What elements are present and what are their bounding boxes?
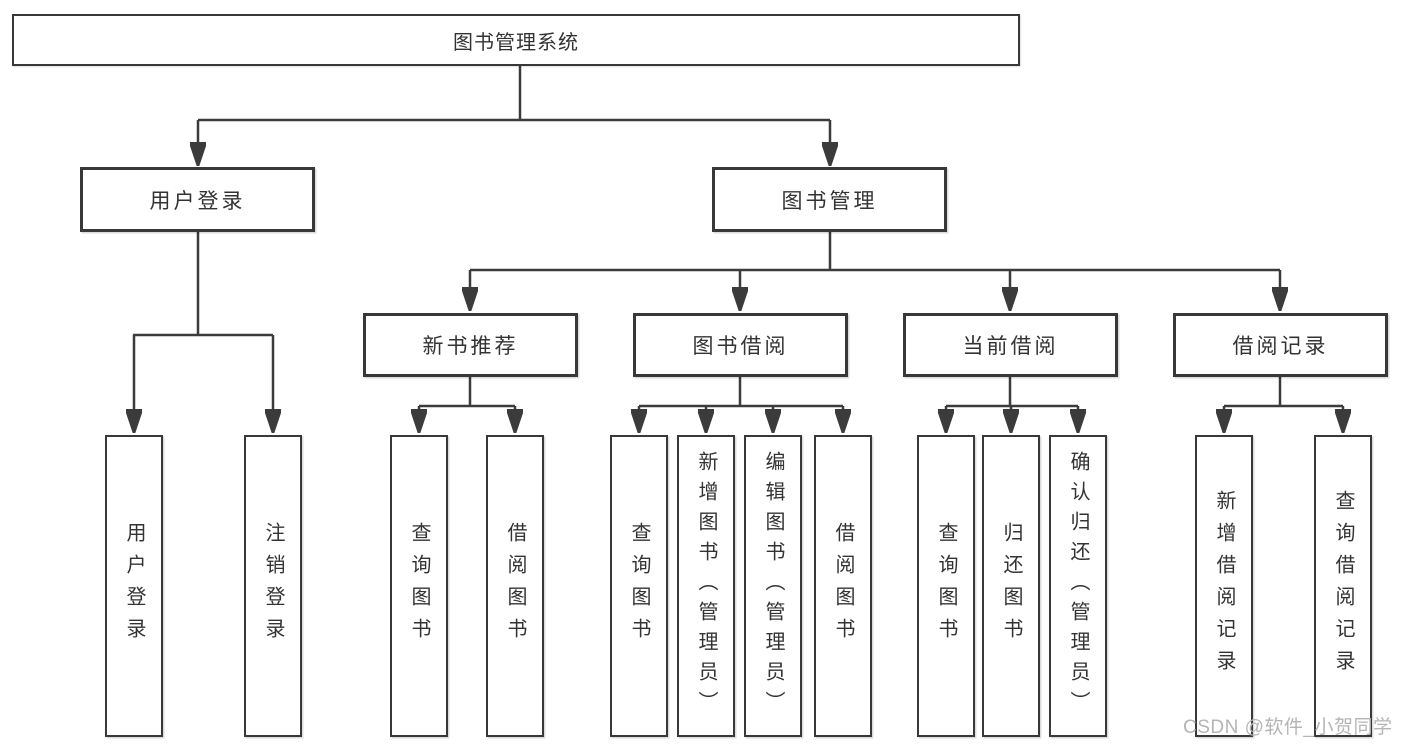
node-book-mgmt: 图书管理 [712,167,947,232]
node-book-borrow: 图书借阅 [633,313,848,377]
connector-bookborrow-rail [639,377,843,408]
connector-currentborrow-rail [946,377,1078,408]
leaf-confirm-return: 确认归还（管理员） [1049,435,1107,737]
leaf-query-book-1: 查询图书 [390,435,448,737]
connector-bookmgmt-rail [470,232,1280,272]
leaf-query-borrow-record: 查询借阅记录 [1314,435,1372,737]
leaf-edit-book: 编辑图书（管理员） [744,435,802,737]
connector-root-rail [198,66,830,122]
leaf-user-login: 用户登录 [105,435,163,737]
leaf-query-book-3: 查询图书 [917,435,975,737]
connector-newbookrec-rail [419,377,515,408]
leaf-borrow-book-1: 借阅图书 [486,435,544,737]
leaf-logout: 注销登录 [244,435,302,737]
node-root: 图书管理系统 [12,14,1020,66]
leaf-query-book-2: 查询图书 [610,435,668,737]
leaf-add-borrow-record: 新增借阅记录 [1195,435,1253,737]
node-borrow-records: 借阅记录 [1173,313,1388,377]
connector-userlogin-rail [133,232,273,337]
connector-borrowrecords-rail [1224,377,1343,408]
node-new-book-rec: 新书推荐 [363,313,578,377]
leaf-add-book: 新增图书（管理员） [677,435,735,737]
node-user-login: 用户登录 [80,167,315,232]
leaf-borrow-book-2: 借阅图书 [814,435,872,737]
node-current-borrow: 当前借阅 [903,313,1118,377]
leaf-return-book: 归还图书 [982,435,1040,737]
watermark-text: CSDN @软件_小贺同学 [1183,717,1393,738]
